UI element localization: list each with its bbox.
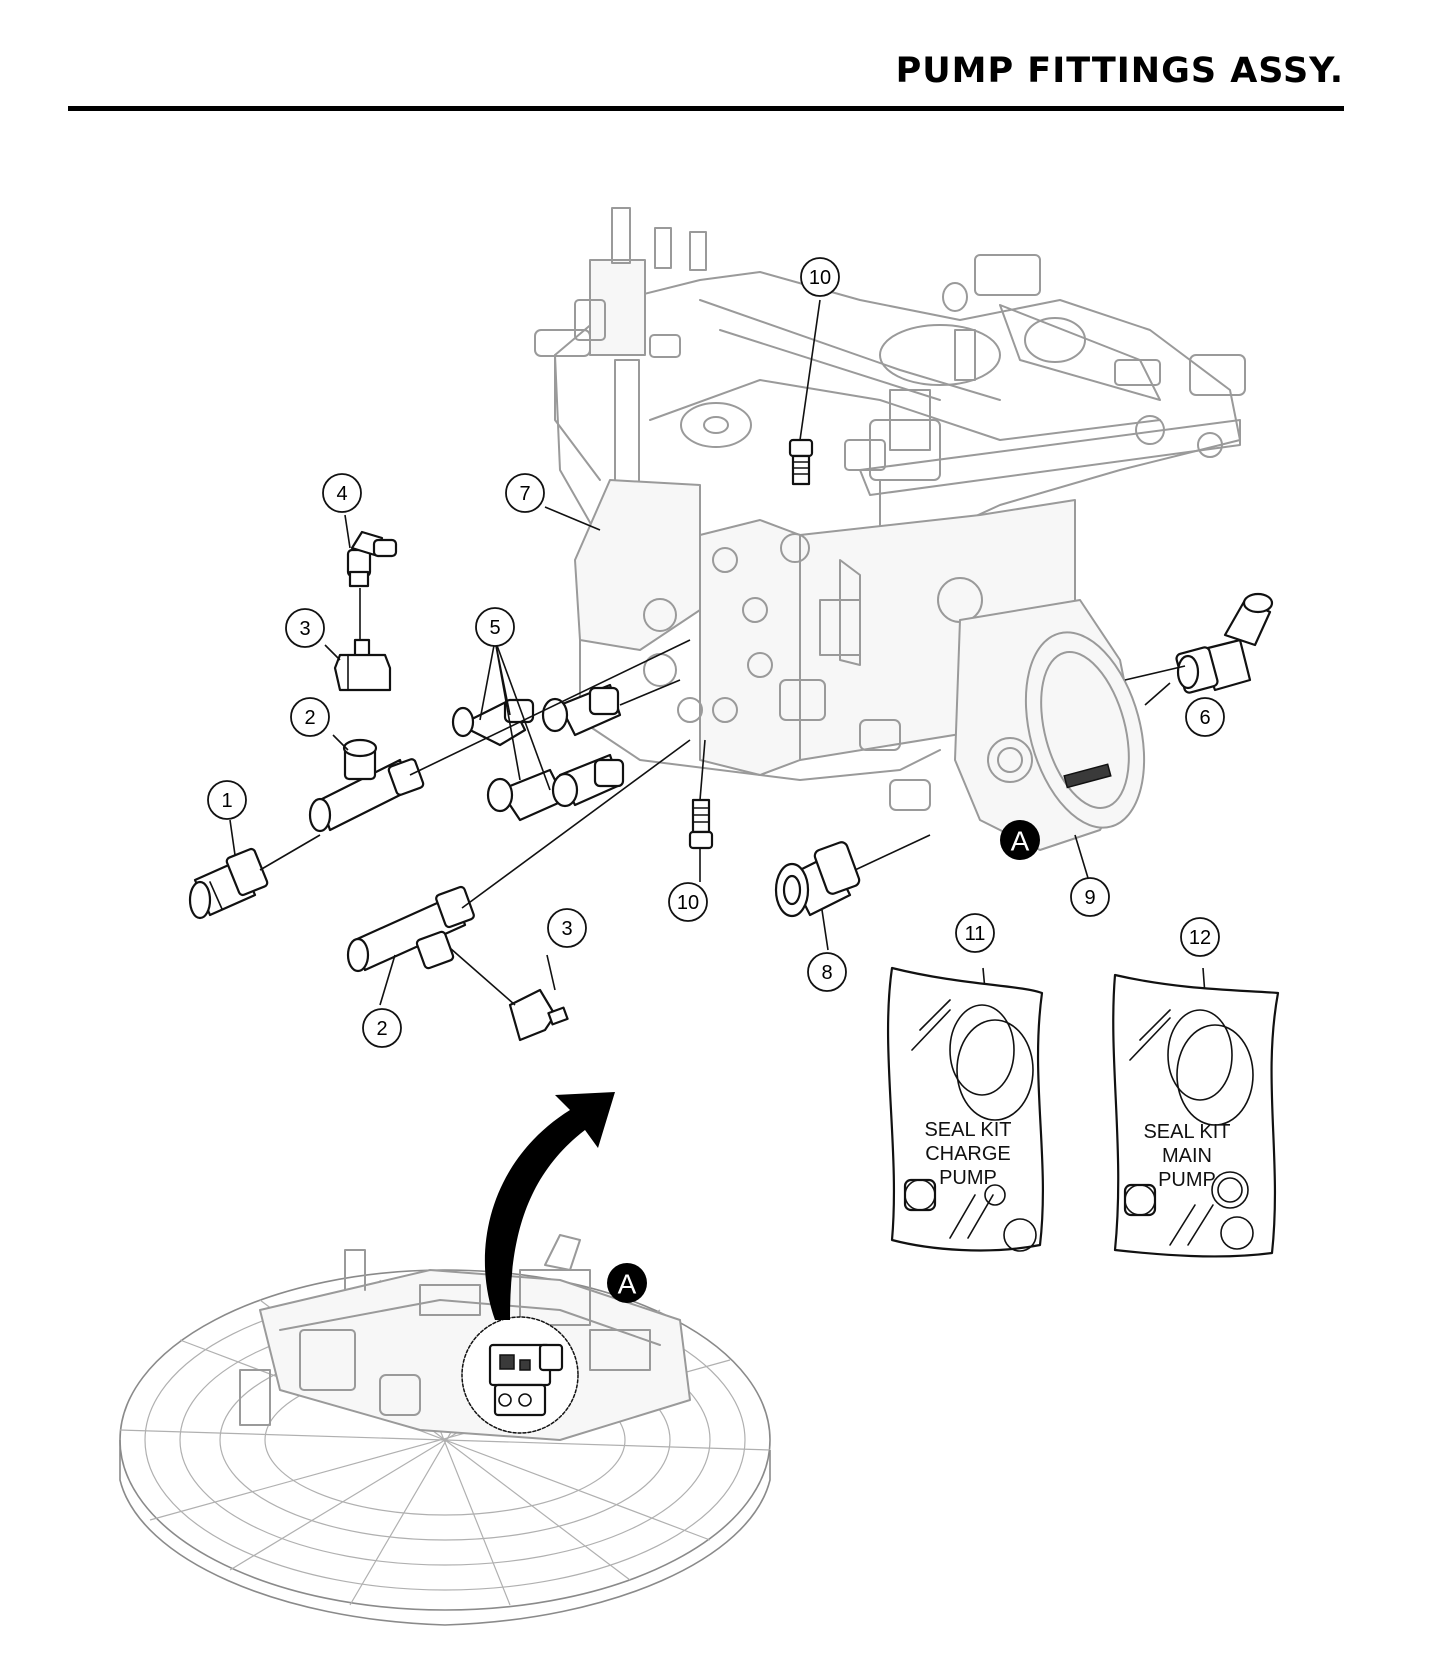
- callout-10-upper: 10: [800, 257, 840, 297]
- svg-text:9: 9: [1084, 887, 1095, 909]
- ghosted-frame-assembly: [534, 207, 1246, 851]
- part-3-lower-reducer: [508, 988, 569, 1042]
- part-3-upper-reducer: [333, 638, 392, 692]
- part-6-elbow: [1175, 592, 1274, 694]
- svg-text:2: 2: [376, 1018, 387, 1040]
- callout-3-lower: 3: [547, 908, 587, 948]
- curved-arrow: [484, 1092, 615, 1320]
- callout-1: 1: [207, 780, 247, 820]
- svg-text:1: 1: [221, 790, 232, 812]
- part-2-upper-tee: [308, 738, 425, 833]
- callout-2-upper: 2: [290, 697, 330, 737]
- callout-11: 11: [955, 913, 995, 953]
- svg-text:2: 2: [304, 707, 315, 729]
- part-10-upper-plug: [788, 438, 814, 486]
- svg-text:7: 7: [519, 483, 530, 505]
- seal-kit-main-line2: MAIN: [1162, 1145, 1212, 1167]
- marker-a-main: A: [1000, 820, 1040, 860]
- callout-4: 4: [322, 473, 362, 513]
- machine-overview: [119, 1234, 771, 1626]
- callout-12: 12: [1180, 917, 1220, 957]
- seal-kit-charge-line1: SEAL KIT: [924, 1119, 1011, 1141]
- svg-text:5: 5: [489, 617, 500, 639]
- seal-kit-charge-pump: SEAL KIT CHARGE PUMP: [886, 966, 1044, 1252]
- svg-text:A: A: [1011, 826, 1030, 857]
- svg-text:10: 10: [677, 892, 699, 914]
- svg-text:3: 3: [561, 918, 572, 940]
- page-title: PUMP FITTINGS ASSY.: [895, 51, 1344, 91]
- svg-text:8: 8: [821, 962, 832, 984]
- part-5-elbows: [451, 683, 625, 822]
- svg-text:A: A: [618, 1269, 637, 1300]
- part-8-adapter: [774, 841, 861, 918]
- seal-kit-main-pump: SEAL KIT MAIN PUMP: [1112, 973, 1280, 1258]
- callout-6: 6: [1185, 697, 1225, 737]
- svg-text:6: 6: [1199, 707, 1210, 729]
- seal-kit-charge-line2: CHARGE: [925, 1143, 1011, 1165]
- callout-9: 9: [1070, 877, 1110, 917]
- title-rule: [68, 106, 1344, 111]
- svg-text:10: 10: [809, 267, 831, 289]
- seal-kit-main-line1: SEAL KIT: [1143, 1121, 1230, 1143]
- callout-7: 7: [505, 473, 545, 513]
- part-1-adapter: [188, 847, 269, 920]
- svg-text:4: 4: [336, 483, 347, 505]
- callout-10-lower: 10: [668, 882, 708, 922]
- callout-3-upper: 3: [285, 608, 325, 648]
- callout-8: 8: [807, 952, 847, 992]
- part-4-elbow: [346, 530, 398, 588]
- part-2-lower-tee: [346, 885, 475, 973]
- marker-a-overview: A: [607, 1263, 647, 1303]
- svg-text:11: 11: [965, 923, 986, 945]
- part-10-lower-plug: [688, 798, 714, 850]
- svg-text:3: 3: [299, 618, 310, 640]
- svg-text:12: 12: [1189, 927, 1211, 949]
- leader-lines: [229, 299, 1206, 1381]
- callout-2-lower: 2: [362, 1008, 402, 1048]
- seal-kit-charge-line3: PUMP: [939, 1167, 997, 1189]
- callout-5: 5: [475, 607, 515, 647]
- seal-kit-main-line3: PUMP: [1158, 1169, 1216, 1191]
